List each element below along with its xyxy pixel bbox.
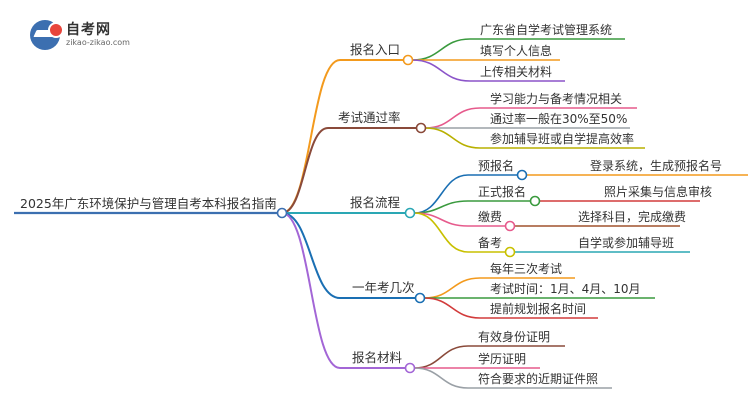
branch-node: [404, 207, 416, 219]
branch-node: [414, 292, 426, 304]
child-connector: [414, 367, 469, 389]
branch-label: 报名入口: [350, 42, 400, 57]
child-connector: [412, 59, 471, 82]
child-connector: [412, 38, 471, 61]
branch-node: [402, 54, 414, 66]
branch-node: [404, 362, 416, 374]
branch-label: 报名材料: [352, 350, 403, 365]
logo-title: 自考网: [66, 22, 111, 38]
child-label: 每年三次考试: [490, 261, 562, 276]
site-logo[interactable]: 自考网 zikao-zikao.com: [30, 18, 160, 52]
child-node: [516, 169, 528, 181]
child-label: 预报名: [478, 158, 514, 173]
leaf-label: 自学或参加辅导班: [578, 235, 674, 250]
child-label: 通过率一般在30%至50%: [490, 111, 627, 126]
child-label: 正式报名: [478, 184, 526, 199]
child-label: 上传相关材料: [480, 64, 552, 79]
graduation-cap-icon: [30, 20, 64, 50]
root-node: [276, 207, 288, 219]
child-label: 学历证明: [478, 351, 526, 366]
child-label: 考试时间：1月、4月、10月: [490, 281, 641, 296]
child-connector: [425, 107, 481, 129]
child-label: 备考: [478, 236, 502, 250]
branch-connector: [281, 127, 329, 214]
branch-connector: [281, 212, 341, 299]
leaf-label: 选择科目，完成缴费: [578, 209, 686, 224]
branch-label: 一年考几次: [352, 280, 415, 295]
root-label: 2025年广东环境保护与管理自考本科报名指南: [20, 196, 277, 211]
branch-connector: [281, 59, 341, 214]
child-label: 提前规划报名时间: [490, 301, 586, 316]
branch-node: [415, 122, 427, 134]
child-connector: [414, 212, 469, 253]
logo-url: zikao-zikao.com: [66, 38, 130, 47]
child-connector: [425, 127, 481, 149]
child-label: 缴费: [478, 209, 502, 224]
child-label: 符合要求的近期证件照: [478, 371, 598, 386]
child-connector: [424, 277, 481, 299]
branch-label: 考试通过率: [338, 110, 401, 125]
child-label: 有效身份证明: [478, 329, 550, 344]
branch-label: 报名流程: [350, 195, 401, 210]
child-label: 填写个人信息: [480, 43, 552, 58]
child-label: 学习能力与备考情况相关: [490, 91, 622, 106]
leaf-label: 登录系统，生成预报名号: [590, 158, 722, 173]
branch-connector: [281, 212, 341, 369]
child-node: [504, 220, 516, 232]
child-node: [529, 195, 541, 207]
child-node: [504, 246, 516, 258]
child-label: 广东省自学考试管理系统: [480, 22, 612, 37]
child-connector: [424, 297, 481, 319]
leaf-label: 照片采集与信息审核: [604, 184, 712, 199]
child-connector: [414, 345, 469, 369]
child-label: 参加辅导班或自学提高效率: [490, 131, 634, 146]
